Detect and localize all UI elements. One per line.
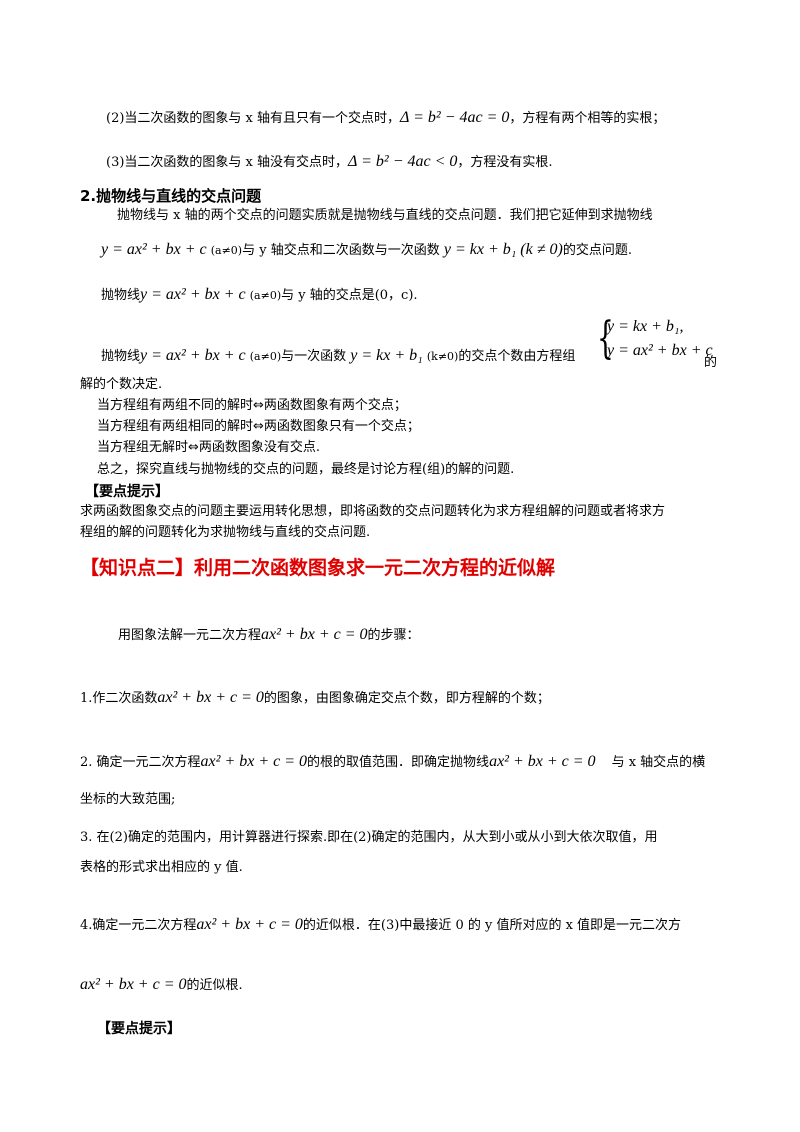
para1-cond: (a≠0) [210,244,243,257]
case-2-formula: Δ = b² − 4ac = 0 [400,109,510,126]
para2-formula: y = ax² + bx + c [140,286,246,303]
step-2: 2. 确定一元二次方程ax² + bx + c = 0的根的取值范围．即确定抛物… [80,752,705,773]
para1-line1: 抛物线与 x 轴的两个交点的问题实质就是抛物线与直线的交点问题．我们把它延伸到求… [117,208,653,223]
case-row: 当方程组有两组相同的解时⇔两函数图象只有一个交点； [97,417,420,437]
step-4: 4.确定一元二次方程ax² + bx + c = 0的近似根．在(3)中最接近 … [80,915,681,936]
case-result: 两函数图象只有一个交点； [263,419,420,434]
step-4-line2-suffix: 的近似根. [186,978,243,993]
case-3-text: (3)当二次函数的图象与 x 轴没有交点时， [106,155,349,170]
para3-formula2: y = kx + b₁ [350,347,423,364]
kp2-intro-formula: ax² + bx + c = 0 [261,626,368,643]
case-cond: 当方程组有两组不同的解时 [97,398,254,413]
step-4-line2-formula: ax² + bx + c = 0 [80,976,187,993]
knowledge-point-2-title: 【知识点二】利用二次函数图象求一元二次方程的近似解 [80,557,556,579]
system-brace: { [597,313,614,364]
step-2-formula: ax² + bx + c = 0 [200,753,308,770]
step-2-prefix: 2. 确定一元二次方程 [80,755,201,770]
case-result: 两函数图象没有交点. [198,440,321,455]
iff-icon: ⇔ [253,398,264,413]
para1-formula2: y = kx + b₁ (k ≠ 0) [443,241,563,258]
step-3-line1: 3. 在(2)确定的范围内，用计算器进行探索.即在(2)确定的范围内，从大到小或… [80,830,658,845]
step-2-formula2: ax² + bx + c = 0 [489,753,596,770]
para3-cond2: (k≠0) [426,350,459,363]
step-1-formula: ax² + bx + c = 0 [157,689,264,706]
para3-mid: 与一次函数 [281,349,347,364]
case-3-line: (3)当二次函数的图象与 x 轴没有交点时，Δ = b² − 4ac < 0，方… [106,152,553,173]
kp2-intro-suffix: 的步骤： [367,628,420,643]
para3-line1: 抛物线y = ax² + bx + c (a≠0)与一次函数 y = kx + … [101,346,575,367]
case-result: 两函数图象有两个交点； [263,398,407,413]
case-3-after: ，方程没有实根. [457,155,553,170]
system-row-2: y = ax² + bx + c [607,342,713,359]
para1-line2: y = ax² + bx + c (a≠0)与 y 轴交点和二次函数与一次函数 … [101,240,632,261]
iff-icon: ⇔ [188,440,199,455]
para3-line2: 解的个数决定. [80,377,163,392]
step-4-prefix: 4.确定一元二次方程 [80,918,197,933]
step-2-suffix: 与 x 轴交点的横 [611,755,706,770]
case-2-after: ，方程有两个相等的实根； [509,111,666,126]
step-4-suffix: 的近似根．在(3)中最接近 0 的 y 值所对应的 x 值即是一元二次方 [302,918,682,933]
tip-2-label: 【要点提示】 [97,1021,181,1037]
step-2-mid: 的根的取值范围．即确定抛物线 [307,755,490,770]
para3-mid2: 的交点个数由方程组 [458,349,576,364]
para3-end: 的 [704,355,718,370]
kp2-intro: 用图象法解一元二次方程ax² + bx + c = 0的步骤： [118,625,420,646]
para2-suffix: 与 y 轴的交点是(0，c). [281,288,418,303]
case-2-line: (2)当二次函数的图象与 x 轴有且只有一个交点时，Δ = b² − 4ac =… [106,108,665,129]
para1-formula: y = ax² + bx + c [101,241,207,258]
para3-formula: y = ax² + bx + c [140,347,246,364]
step-2-line2: 坐标的大致范围; [80,792,176,807]
step-1-prefix: 1.作二次函数 [80,691,158,706]
case-cond: 当方程组无解时 [97,440,189,455]
para2-cond: (a≠0) [249,289,282,302]
tip-text-2: 程组的解的问题转化为求抛物线与直线的交点问题. [80,525,371,540]
para2-line: 抛物线y = ax² + bx + c (a≠0)与 y 轴的交点是(0，c). [101,285,418,306]
tip-label: 【要点提示】 [85,484,169,500]
kp2-intro-prefix: 用图象法解一元二次方程 [118,628,262,643]
section-2-title: 2.抛物线与直线的交点问题 [80,187,262,205]
case-cond: 当方程组有两组相同的解时 [97,419,254,434]
case-3-formula: Δ = b² − 4ac < 0 [348,153,458,170]
system-row-1: y = kx + b₁, [607,318,684,335]
case-2-text: (2)当二次函数的图象与 x 轴有且只有一个交点时， [106,111,401,126]
step-3-line2: 表格的形式求出相应的 y 值. [80,860,243,875]
tip-text-1: 求两函数图象交点的问题主要运用转化思想，即将函数的交点问题转化为求方程组解的问题… [80,504,666,519]
para2-prefix: 抛物线 [101,288,141,303]
case-row: 当方程组无解时⇔两函数图象没有交点. [97,438,320,458]
para3-cond: (a≠0) [249,350,282,363]
equation-system: { y = kx + b₁, y = ax² + bx + c [597,314,717,364]
case-row: 当方程组有两组不同的解时⇔两函数图象有两个交点； [97,396,407,416]
step-1: 1.作二次函数ax² + bx + c = 0的图象，由图象确定交点个数，即方程… [80,688,550,709]
step-1-suffix: 的图象，由图象确定交点个数，即方程解的个数； [263,691,550,706]
para3-prefix: 抛物线 [101,349,141,364]
para1-end: 的交点问题. [562,243,632,258]
step-4-formula: ax² + bx + c = 0 [196,916,303,933]
para1-mid: 与 y 轴交点和二次函数与一次函数 [242,243,440,258]
iff-icon: ⇔ [253,419,264,434]
step-4-line2: ax² + bx + c = 0的近似根. [80,975,243,996]
summary: 总之，探究直线与抛物线的交点的问题，最终是讨论方程(组)的解的问题. [97,462,515,477]
